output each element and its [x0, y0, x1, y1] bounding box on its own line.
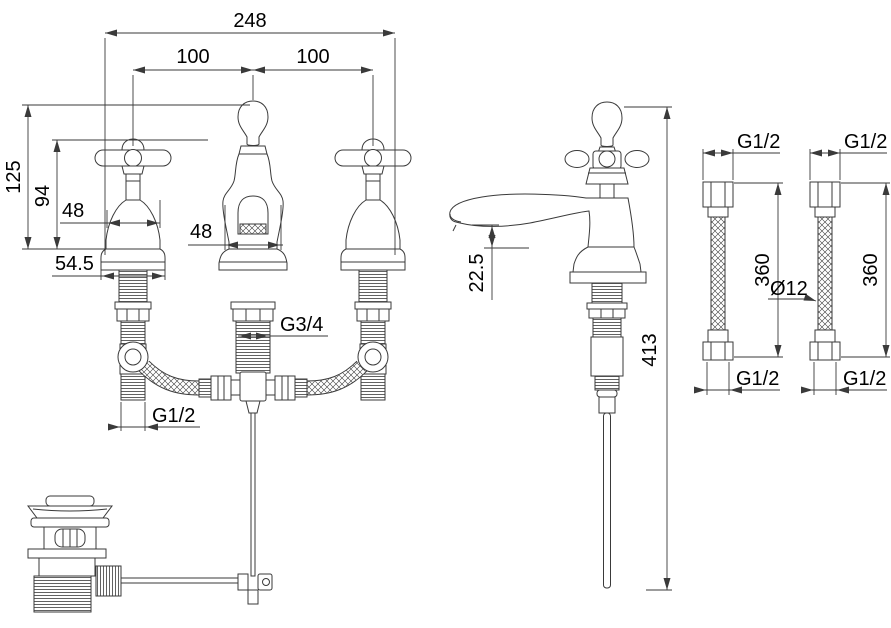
dim-pitch-right: 100 — [253, 46, 374, 146]
dim-overall-height-label: 125 — [3, 160, 25, 193]
horizontal-lever-rod — [120, 577, 242, 584]
dim-hose-left-top-thread: G1/2 — [702, 131, 780, 180]
side-handle-arm-right — [624, 150, 650, 168]
dim-base-width: 54.5 — [52, 253, 166, 280]
dim-handle-height: 94 — [32, 139, 208, 249]
dim-overall-width-label: 248 — [233, 10, 266, 32]
dim-overall-depth-label: 413 — [639, 333, 661, 366]
pop-up-linkage — [120, 573, 273, 605]
dim-base-width-label: 54.5 — [55, 253, 94, 275]
side-handle-arm-left — [564, 150, 590, 168]
left-coupling-nut — [210, 375, 232, 401]
dim-inlet-thread-label: G1/2 — [152, 405, 195, 427]
hose-detail-left: G1/2 360 G1/2 — [694, 131, 783, 395]
right-nipple — [294, 378, 308, 398]
dim-spout-thread: G3/4 — [238, 314, 328, 340]
waste-drain-assembly — [27, 495, 122, 613]
front-hose-right — [306, 360, 368, 396]
side-pop-up-rod — [603, 412, 611, 589]
dim-handle-height-label: 94 — [32, 185, 54, 207]
dim-hose-left-bottom-thread-label: G1/2 — [736, 368, 779, 390]
dim-spout-height-label: 22.5 — [466, 254, 488, 293]
spout-shank-thread — [235, 320, 271, 374]
dim-inlet-thread: G1/2 — [108, 402, 200, 431]
dim-hose-left-top-thread-label: G1/2 — [737, 131, 780, 153]
dim-pitch-left: 100 — [132, 46, 254, 146]
side-handle-knob — [591, 101, 623, 147]
hose-detail-right: G1/2 360 G1/2 Ø12 — [768, 131, 890, 395]
dim-spout-height: 22.5 — [466, 224, 529, 300]
dim-hose-left-length: 360 — [734, 182, 783, 358]
waste-thread — [33, 575, 92, 613]
dim-spout-thread-label: G3/4 — [280, 314, 323, 336]
right-valve-boss-inner — [364, 348, 382, 366]
dim-handle-width: 48 — [60, 200, 161, 228]
aerator — [239, 223, 267, 235]
left-nipple — [198, 378, 212, 398]
left-valve-boss-inner — [124, 348, 142, 366]
side-valve-body — [590, 336, 624, 377]
dim-pitch-right-label: 100 — [296, 46, 329, 68]
tee-assembly — [198, 371, 308, 577]
front-hose-left — [138, 360, 200, 396]
dim-overall-depth: 413 — [624, 106, 672, 591]
plug-cap — [45, 495, 95, 507]
dim-spout-width: 48 — [188, 205, 283, 250]
dim-hose-right-length-label: 360 — [860, 253, 882, 286]
tee-body — [239, 371, 267, 402]
lever-knurl-nut — [95, 565, 122, 597]
right-coupling-nut — [274, 375, 296, 401]
dim-hose-right-length: 360 — [841, 182, 890, 358]
dim-hose-diameter: Ø12 — [768, 278, 817, 302]
dim-hose-right-bottom-thread: G1/2 — [801, 362, 887, 395]
dim-spout-width-label: 48 — [190, 221, 212, 243]
dim-hose-left-bottom-thread: G1/2 — [694, 362, 780, 395]
dim-hose-left-length-label: 360 — [752, 253, 774, 286]
dim-pitch-left-label: 100 — [176, 46, 209, 68]
dim-hose-diameter-label: Ø12 — [770, 278, 808, 300]
side-view: 22.5 413 — [449, 101, 672, 591]
front-view: 248 100 100 125 94 — [3, 10, 412, 613]
centre-spout — [218, 100, 288, 374]
pop-up-rod — [250, 412, 256, 577]
dim-overall-height: 125 — [3, 104, 250, 250]
dim-overall-width: 248 — [104, 10, 396, 255]
dim-hose-right-top-thread-label: G1/2 — [844, 131, 887, 153]
dim-handle-width-label: 48 — [62, 200, 84, 222]
dim-hose-right-bottom-thread-label: G1/2 — [843, 368, 886, 390]
dim-hose-right-top-thread: G1/2 — [809, 131, 887, 180]
